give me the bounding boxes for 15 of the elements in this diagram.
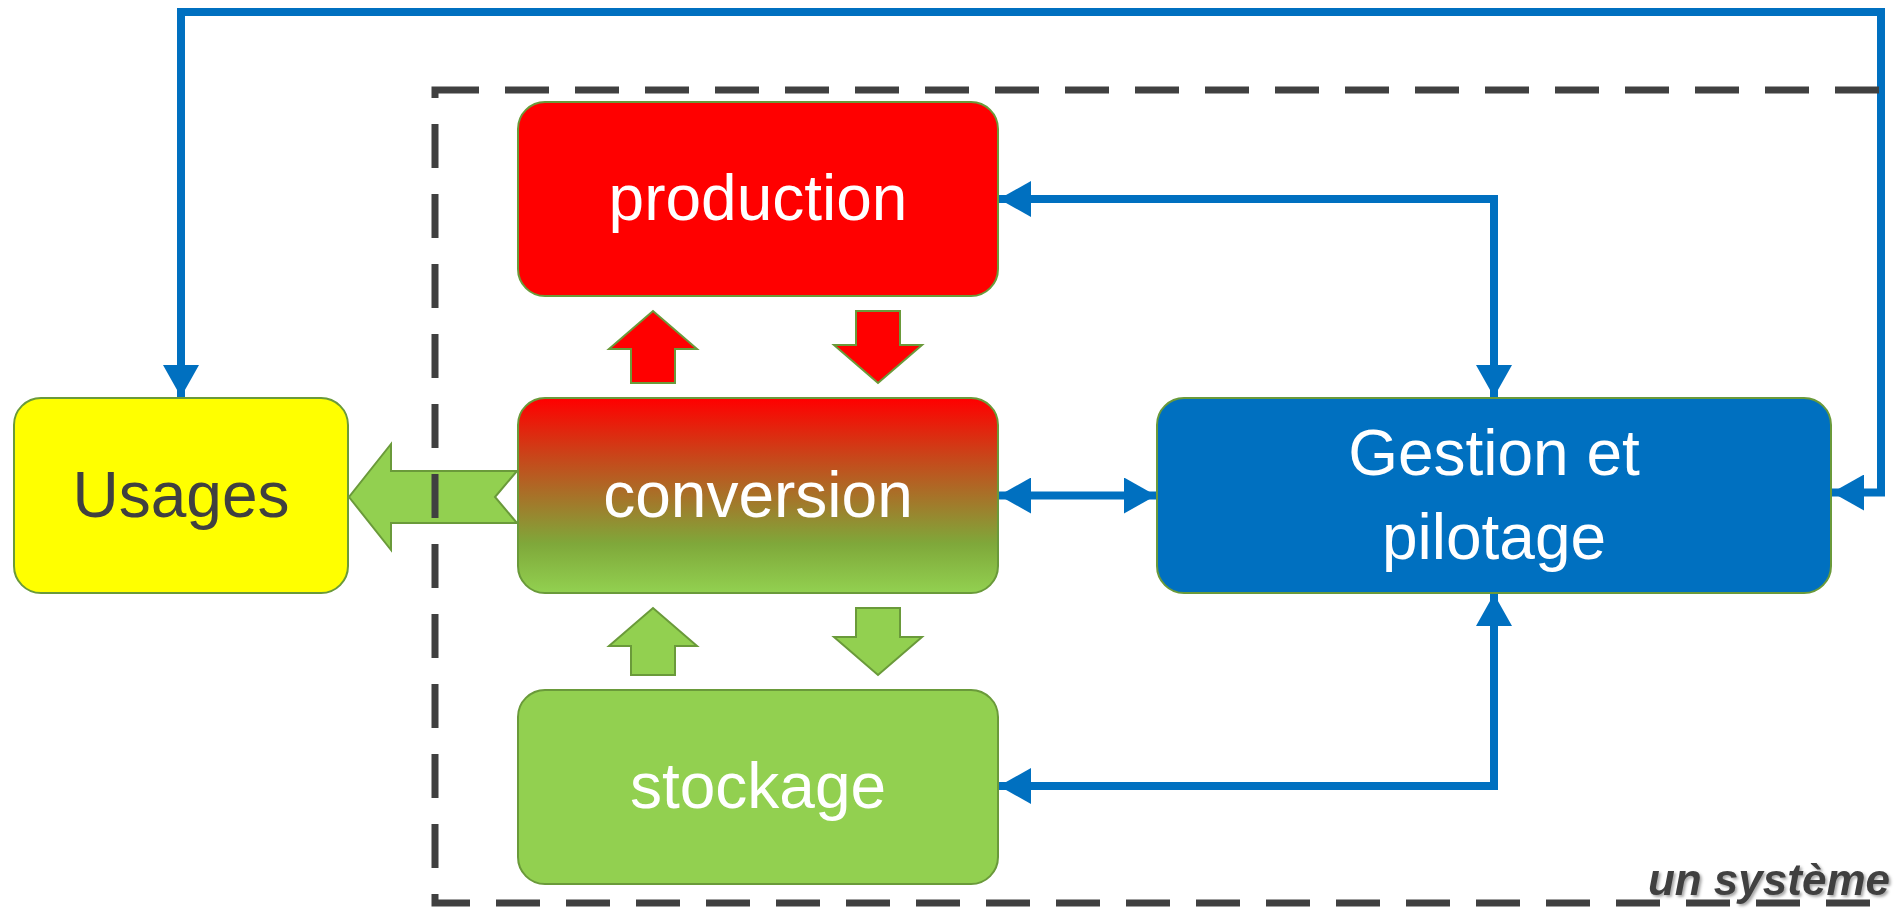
connector-arrow — [999, 594, 1512, 804]
connector-arrow — [163, 8, 1885, 511]
block-arrow — [831, 607, 925, 677]
process-box: stockage — [517, 689, 999, 885]
process-box: production — [517, 101, 999, 297]
block-arrow — [606, 309, 700, 384]
block-arrow — [606, 606, 700, 676]
connector-arrow — [999, 181, 1512, 397]
process-box: Usages — [13, 397, 349, 594]
process-box: Gestion et pilotage — [1156, 397, 1832, 594]
group-label: un système — [1647, 858, 1890, 902]
block-arrow — [831, 310, 925, 385]
process-box: conversion — [517, 397, 999, 594]
connector-arrow — [999, 477, 1156, 514]
block-arrow — [347, 441, 518, 553]
